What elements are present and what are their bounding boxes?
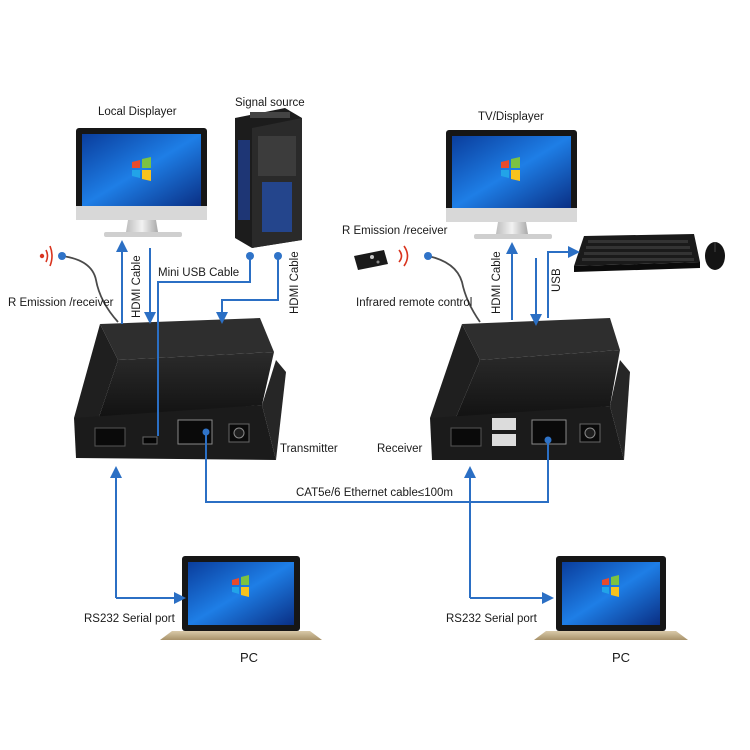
label-hdmi-cable-3: HDMI Cable xyxy=(491,251,503,314)
label-infrared-remote: Infrared remote control xyxy=(356,297,472,309)
right-pc-laptop-icon xyxy=(534,556,688,640)
ir-remote-icon xyxy=(354,250,388,270)
windows-logo-icon xyxy=(132,157,151,181)
rs232-line-left xyxy=(110,466,186,604)
label-r-emission-left: R Emission /receiver xyxy=(8,297,114,309)
signal-source-tower-pc-icon xyxy=(235,108,302,248)
hdmi-from-source-line xyxy=(216,252,282,324)
label-hdmi-cable-1: HDMI Cable xyxy=(131,255,143,318)
label-hdmi-cable-2: HDMI Cable xyxy=(289,251,301,314)
label-rs232-right: RS232 Serial port xyxy=(446,613,538,625)
left-pc-laptop-icon xyxy=(160,556,322,640)
label-mini-usb-cable: Mini USB Cable xyxy=(158,267,239,279)
windows-logo-icon xyxy=(232,575,249,597)
label-receiver: Receiver xyxy=(377,443,423,455)
label-tv-displayer: TV/Displayer xyxy=(478,111,544,123)
ir-cable-left xyxy=(58,252,119,323)
receiver-hdmi-extender-icon xyxy=(430,318,630,460)
label-transmitter: Transmitter xyxy=(280,443,338,455)
windows-logo-icon xyxy=(602,575,619,597)
hdmi-arrows-right xyxy=(506,242,542,326)
ir-signal-icon xyxy=(39,245,53,267)
ir-signal-icon xyxy=(398,245,409,267)
label-r-emission-right: R Emission /receiver xyxy=(342,225,448,237)
label-local-displayer: Local Displayer xyxy=(98,106,177,118)
tv-displayer-monitor-icon xyxy=(446,130,577,239)
label-usb: USB xyxy=(551,268,563,292)
cat-ethernet-cable-line xyxy=(202,428,552,503)
label-pc-right: PC xyxy=(612,650,630,665)
label-pc-left: PC xyxy=(240,650,258,665)
windows-logo-icon xyxy=(501,157,520,181)
transmitter-hdmi-extender-icon xyxy=(74,318,286,460)
rs232-line-right xyxy=(464,466,554,604)
mouse-icon xyxy=(705,242,725,270)
ir-cable-right xyxy=(424,252,481,323)
hdmi-arrows-left xyxy=(116,240,156,324)
label-signal-source: Signal source xyxy=(235,97,305,109)
usb-line xyxy=(547,246,580,318)
mini-usb-cable-line xyxy=(157,252,254,436)
label-cat-cable: CAT5e/6 Ethernet cable≤100m xyxy=(296,487,453,499)
keyboard-icon xyxy=(574,234,700,272)
local-displayer-monitor-icon xyxy=(76,128,207,237)
label-rs232-left: RS232 Serial port xyxy=(84,613,176,625)
